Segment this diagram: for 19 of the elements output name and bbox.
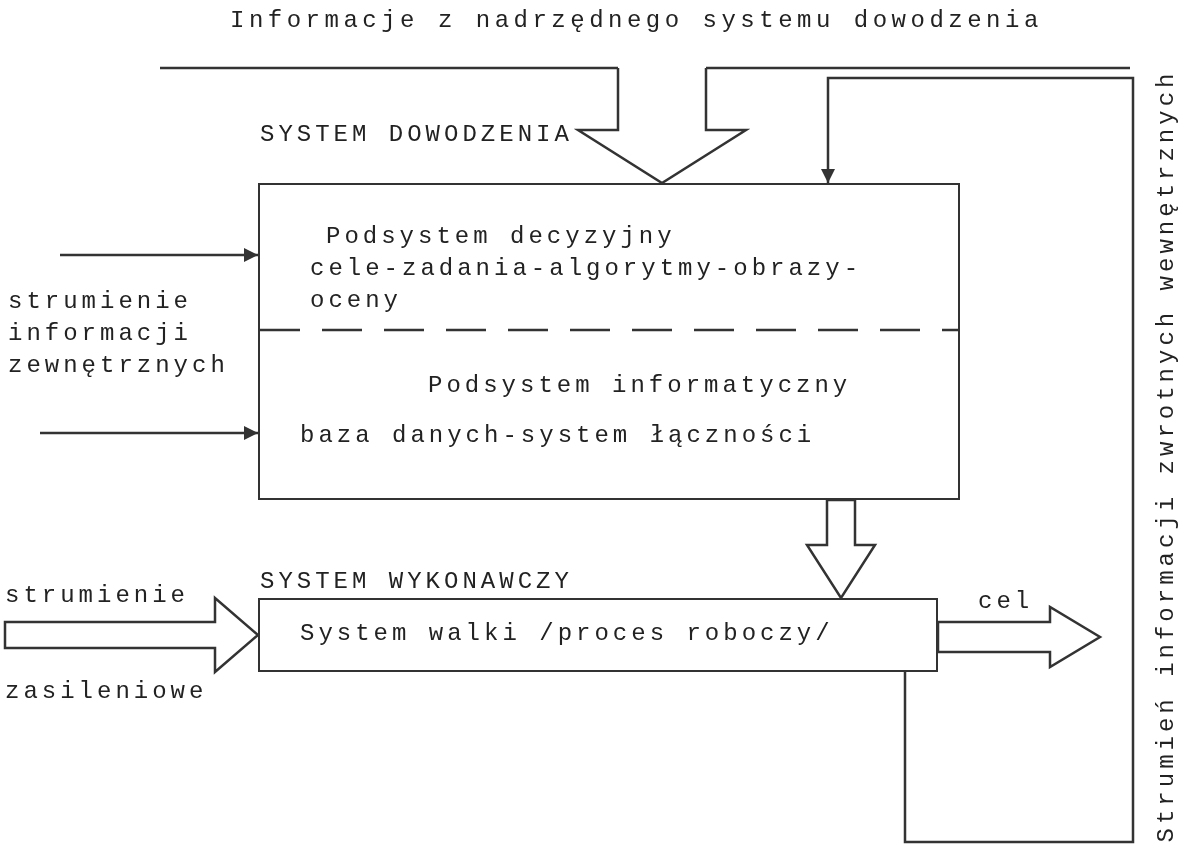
box-heading: SYSTEM DOWODZENIA [260, 120, 573, 150]
subsystem-text: cele-zadania-algorytmy-obrazy-oceny [310, 254, 864, 316]
hollow-arrow [3, 595, 260, 675]
flow-label: zasileniowe [5, 677, 208, 707]
arrow [821, 76, 1135, 844]
subsystem-text: baza danych-system łączności [300, 421, 816, 451]
box-text: System walki /proces roboczy/ [300, 619, 834, 649]
hollow-arrow [573, 66, 751, 185]
flow-label: strumienie [5, 581, 190, 611]
hollow-arrow [804, 498, 878, 601]
arrow [60, 248, 258, 262]
subsystem-title: Podsystem informatyczny [428, 371, 852, 401]
box-heading: SYSTEM WYKONAWCZY [260, 567, 573, 597]
hollow-arrow [936, 604, 1103, 670]
arrow [40, 426, 258, 440]
subsystem-title: Podsystem decyzyjny [326, 222, 676, 252]
vertical-label: Strumień informacji zwrotnych wewnętrznych [1152, 68, 1181, 845]
source-text: Informacje z nadrzędnego systemu dowodzenia [230, 6, 1043, 36]
flow-label: strumienie informacji zewnętrznych [8, 287, 230, 381]
